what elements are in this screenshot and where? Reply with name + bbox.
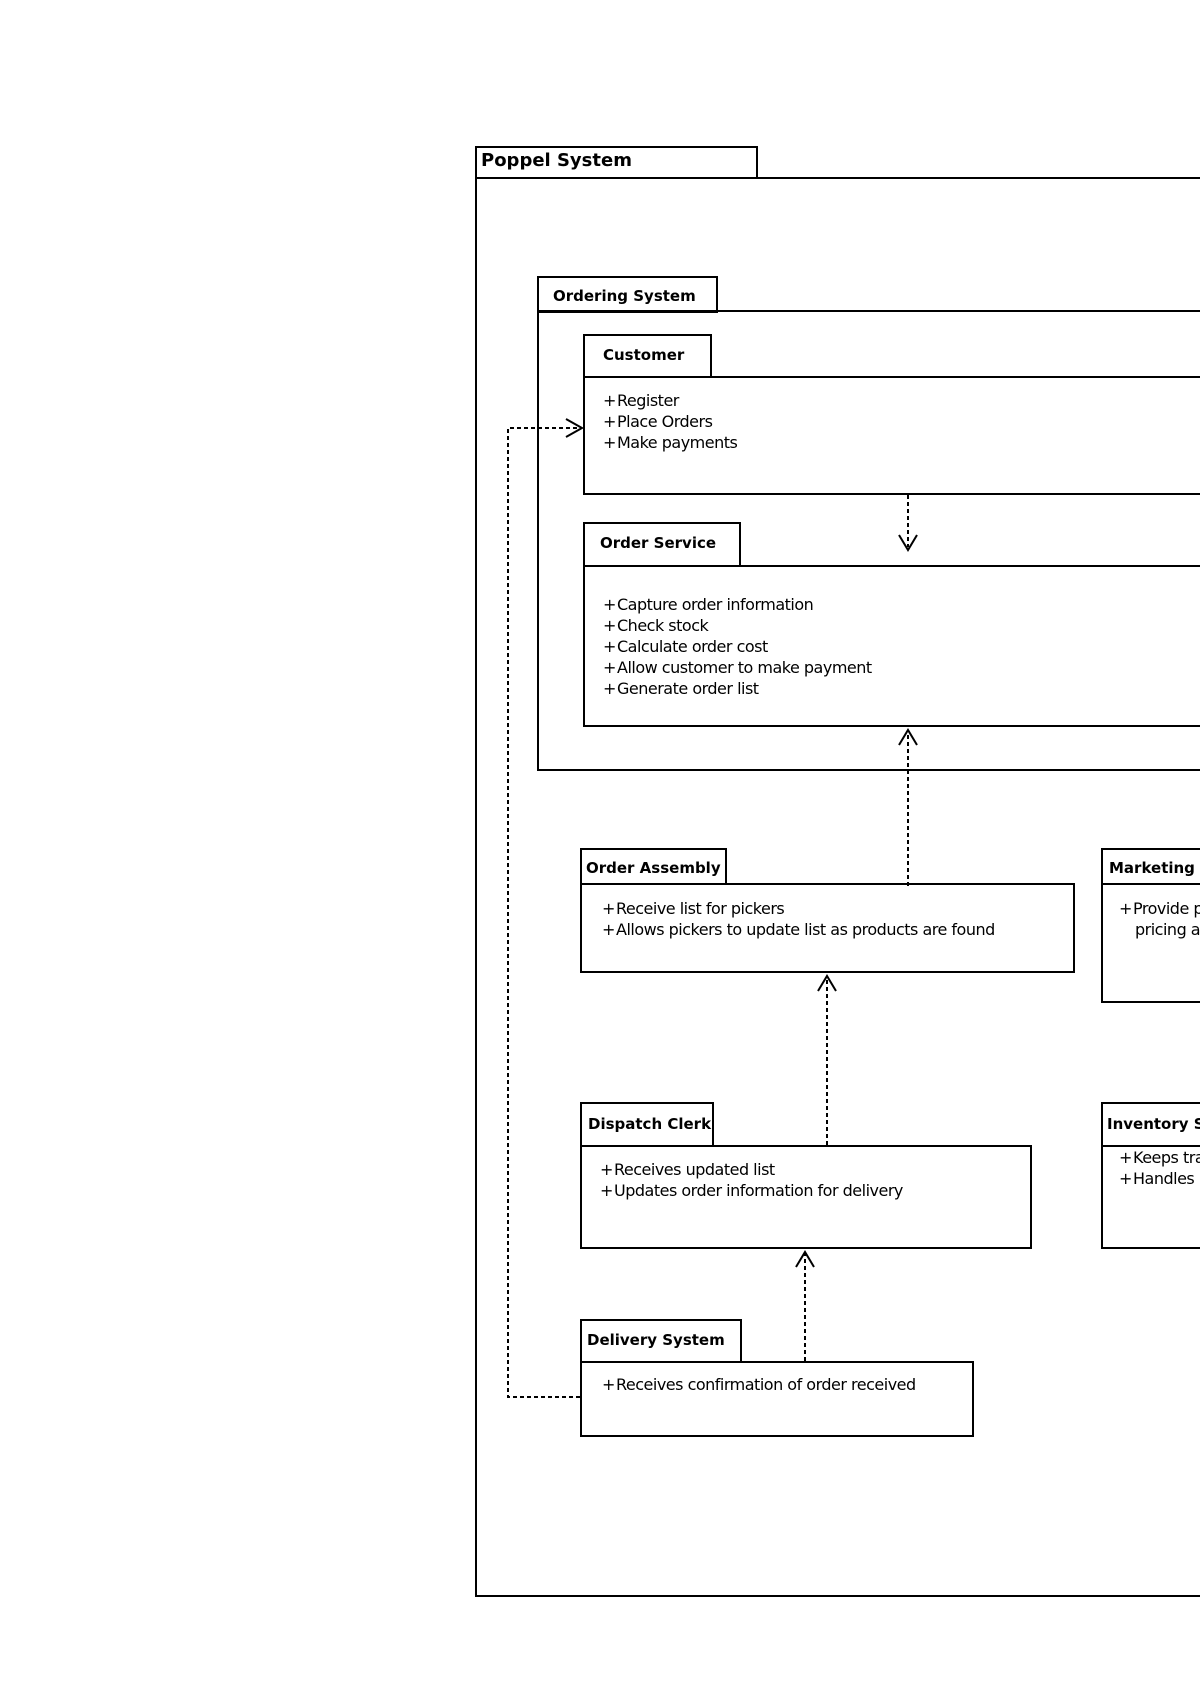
operation-item: +Place Orders	[603, 412, 713, 431]
dispatch-clerk-tab: Dispatch Clerk	[580, 1102, 714, 1148]
order-assembly-tab: Order Assembly	[580, 848, 727, 886]
order-service-operations: +Capture order information +Check stock …	[603, 594, 1200, 699]
order-service-title: Order Service	[600, 534, 717, 552]
delivery-system-class: +Receives confirmation of order received	[580, 1361, 974, 1437]
operation-item: +Allow customer to make payment	[603, 658, 872, 677]
dispatch-clerk-class: +Receives updated list +Updates order in…	[580, 1145, 1032, 1249]
delivery-system-tab: Delivery System	[580, 1319, 742, 1364]
inventory-title: Inventory S	[1107, 1115, 1200, 1133]
order-assembly-operations: +Receive list for pickers +Allows picker…	[602, 898, 1073, 940]
customer-tab: Customer	[583, 334, 712, 379]
operation-item: +Make payments	[603, 433, 738, 452]
operation-item: +Register	[603, 391, 679, 410]
marketing-title: Marketing I	[1109, 859, 1200, 877]
order-assembly-class: +Receive list for pickers +Allows picker…	[580, 883, 1075, 973]
dispatch-clerk-title: Dispatch Clerk	[588, 1115, 712, 1133]
operation-item: pricing a	[1135, 920, 1200, 939]
customer-operations: +Register +Place Orders +Make payments	[603, 390, 1200, 453]
customer-class: +Register +Place Orders +Make payments	[583, 376, 1200, 495]
inventory-tab: Inventory S	[1101, 1102, 1200, 1148]
inventory-operations: +Keeps tra +Handles	[1119, 1147, 1200, 1189]
delivery-system-operations: +Receives confirmation of order received	[602, 1374, 972, 1395]
marketing-tab: Marketing I	[1101, 848, 1200, 886]
operation-item: +Calculate order cost	[603, 637, 768, 656]
operation-item: +Allows pickers to update list as produc…	[602, 920, 995, 939]
operation-item: +Capture order information	[603, 595, 814, 614]
order-service-class: +Capture order information +Check stock …	[583, 565, 1200, 727]
customer-title: Customer	[603, 346, 685, 364]
operation-item: +Provide p	[1119, 899, 1200, 918]
inventory-class: +Keeps tra +Handles	[1101, 1145, 1200, 1249]
marketing-operations: +Provide p pricing a	[1119, 898, 1200, 940]
operation-item: +Receives updated list	[600, 1160, 775, 1179]
operation-item: +Receive list for pickers	[602, 899, 785, 918]
delivery-system-title: Delivery System	[587, 1331, 725, 1349]
dispatch-clerk-operations: +Receives updated list +Updates order in…	[600, 1159, 1030, 1201]
operation-item: +Generate order list	[603, 679, 759, 698]
operation-item: +Keeps tra	[1119, 1148, 1200, 1167]
poppel-system-tab: Poppel System	[475, 146, 758, 180]
poppel-system-title: Poppel System	[481, 150, 632, 171]
operation-item: +Check stock	[603, 616, 709, 635]
operation-item: +Updates order information for delivery	[600, 1181, 903, 1200]
order-service-tab: Order Service	[583, 522, 741, 568]
ordering-system-title: Ordering System	[553, 287, 696, 305]
operation-item: +Receives confirmation of order received	[602, 1375, 916, 1394]
marketing-class: +Provide p pricing a	[1101, 883, 1200, 1003]
operation-item: +Handles	[1119, 1169, 1195, 1188]
order-assembly-title: Order Assembly	[586, 859, 721, 877]
ordering-system-tab: Ordering System	[537, 276, 718, 313]
